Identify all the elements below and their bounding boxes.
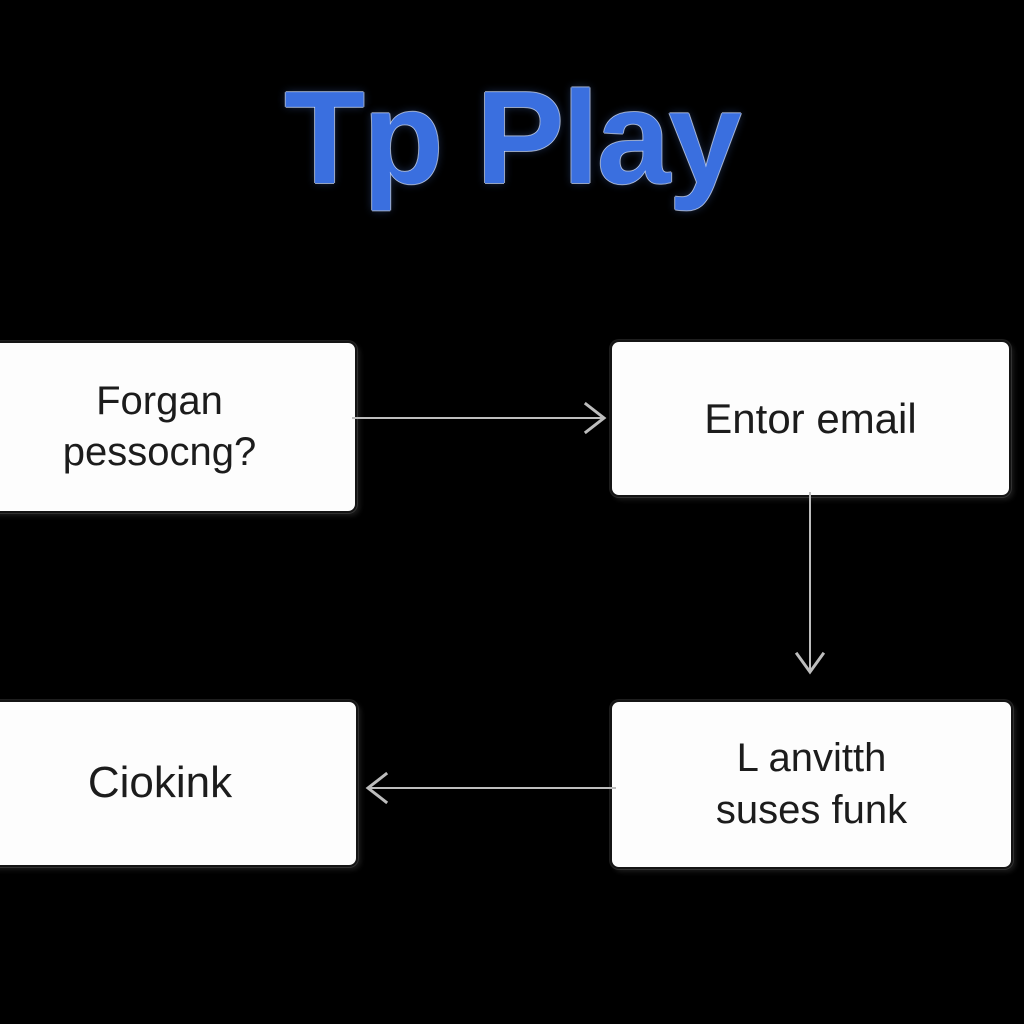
connector-email-to-link-arrow — [794, 492, 826, 675]
flow-node-check-link[interactable]: Ciokink — [0, 700, 358, 867]
flow-node-enter-email[interactable]: Entor email — [610, 340, 1011, 497]
connector-link-to-check-arrow — [365, 771, 616, 805]
flow-node-send-link[interactable]: L anvitth suses funk — [610, 700, 1013, 869]
page-title: Tp Play — [284, 64, 741, 211]
flow-node-forgot-password[interactable]: Forgan pessocng? — [0, 341, 357, 513]
connector-forgot-to-email-arrow — [352, 401, 607, 435]
